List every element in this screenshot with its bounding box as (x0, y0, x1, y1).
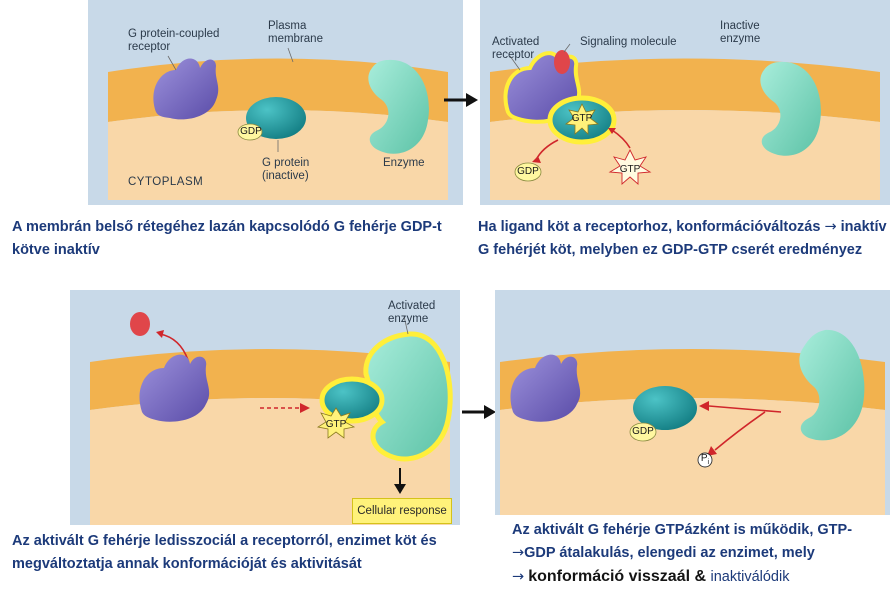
activated-enzyme-label: Activated enzyme (388, 300, 436, 325)
gdp-label: GDP (240, 126, 262, 137)
panel-gtpase-inactivation: GDP Pi (495, 290, 890, 515)
cellular-response-box: Cellular response (352, 498, 452, 524)
panel3-illustration (70, 290, 460, 525)
red-arrow-icon (159, 333, 189, 361)
gtp-incoming-label: GTP (619, 164, 641, 175)
panel4-illustration (495, 290, 890, 515)
gpcr-receptor (510, 354, 581, 422)
signaling-molecule-label: Signaling molecule (580, 36, 677, 48)
red-arrow-icon (714, 411, 766, 451)
gtp-label: GTP (325, 419, 347, 430)
phosphate-icon (697, 452, 713, 468)
cytoplasm (90, 398, 450, 525)
right-arrow-icon: → (824, 219, 837, 235)
gtp-star-icon (608, 148, 652, 185)
enzyme-label: Enzyme (383, 157, 425, 169)
signaling-molecule (554, 50, 570, 74)
right-arrow-icon (444, 93, 478, 107)
plasma-membrane (500, 349, 885, 410)
activated-receptor-label: Activated receptor (492, 36, 540, 61)
caption-step-2: Ha ligand köt a receptorhoz, konformáció… (478, 219, 887, 258)
caption-step-4: Az aktivált G fehérje GTPázként is működ… (512, 522, 853, 585)
red-arrow-icon (708, 405, 782, 413)
gtp-star-icon (316, 407, 356, 439)
red-arrow-icon (611, 129, 631, 149)
g-protein-active (319, 376, 385, 424)
gpcr-receptor (153, 58, 219, 120)
panel-receptor-activation: Activated receptor Signaling molecule In… (480, 0, 890, 205)
inactive-enzyme (760, 61, 821, 156)
cytoplasm (108, 110, 448, 200)
caption-step-3: Az aktivált G fehérje ledisszociál a rec… (12, 533, 437, 572)
right-arrow-icon (462, 405, 496, 419)
gdp-label: GDP (517, 166, 539, 177)
right-arrow-icon: → (512, 545, 525, 561)
g-protein-label: G protein (inactive) (262, 157, 310, 182)
inactive-enzyme (799, 329, 865, 441)
activated-enzyme (363, 331, 453, 462)
caption-step-1: A membrán belső rétegéhez lazán kapcsoló… (12, 219, 442, 258)
gdp-released (514, 162, 542, 182)
pi-label: Pi (700, 453, 710, 466)
plasma-membrane-label: Plasma membrane (268, 20, 323, 45)
gpcr-receptor (139, 354, 210, 422)
signaling-molecule (130, 312, 150, 336)
gdp-label: GDP (632, 426, 654, 437)
g-protein (633, 386, 697, 430)
gtp-label: GTP (571, 113, 593, 124)
right-arrow-icon: → (512, 569, 525, 585)
gdp-badge (629, 422, 657, 442)
cytoplasm-label: CYTOPLASM (128, 176, 204, 188)
inactive-enzyme-label: Inactive enzyme (720, 20, 761, 45)
panel1-illustration (88, 0, 463, 205)
gpcr-label: G protein-coupled receptor (128, 28, 220, 53)
cytoplasm (500, 398, 885, 515)
panel-gprotein-inactive: G protein-coupled receptor Plasma membra… (88, 0, 463, 205)
enzyme (368, 59, 429, 154)
panel-enzyme-activation: Activated enzyme GTP Cellular response (70, 290, 460, 525)
panel2-illustration (480, 0, 890, 205)
gtp-star-icon (564, 103, 600, 135)
gdp-badge (237, 123, 263, 141)
